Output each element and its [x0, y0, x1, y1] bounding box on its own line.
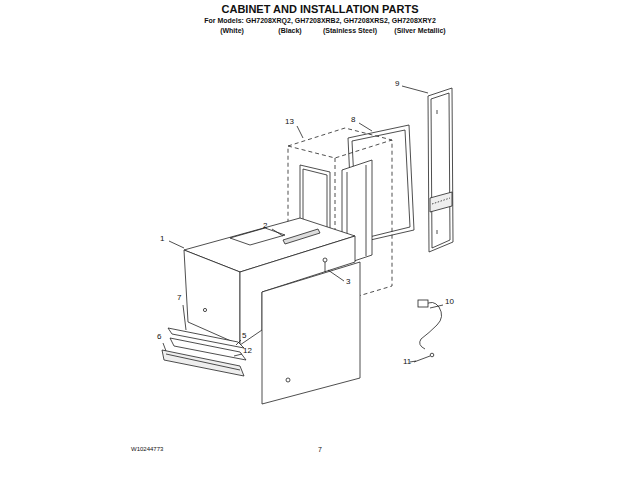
- callout-number: 1: [160, 235, 164, 243]
- callout-number: 3: [346, 278, 350, 286]
- callout-number: 5: [242, 332, 246, 340]
- diagram-title: CABINET AND INSTALLATION PARTS: [222, 4, 419, 15]
- color-name: (Stainless Steel): [323, 27, 377, 34]
- model-list: For Models: GH7208XRQ2, GH7208XRB2, GH72…: [204, 17, 436, 24]
- callout-number: 2: [263, 222, 267, 230]
- color-name: (Black): [278, 27, 301, 34]
- callout-number: 11: [403, 358, 411, 366]
- callout-number: 13: [285, 118, 294, 126]
- color-name: (White): [220, 27, 244, 34]
- callout-number: 8: [351, 116, 355, 124]
- callout-number: 7: [177, 294, 181, 302]
- callout-number: 12: [243, 347, 252, 355]
- callout-number: 9: [395, 80, 399, 88]
- document-number: W10244773: [131, 446, 163, 452]
- callout-number: 6: [157, 333, 161, 341]
- callout-number: 10: [445, 298, 454, 306]
- color-name: (Silver Metallic): [394, 27, 445, 34]
- page-number: 7: [318, 446, 322, 453]
